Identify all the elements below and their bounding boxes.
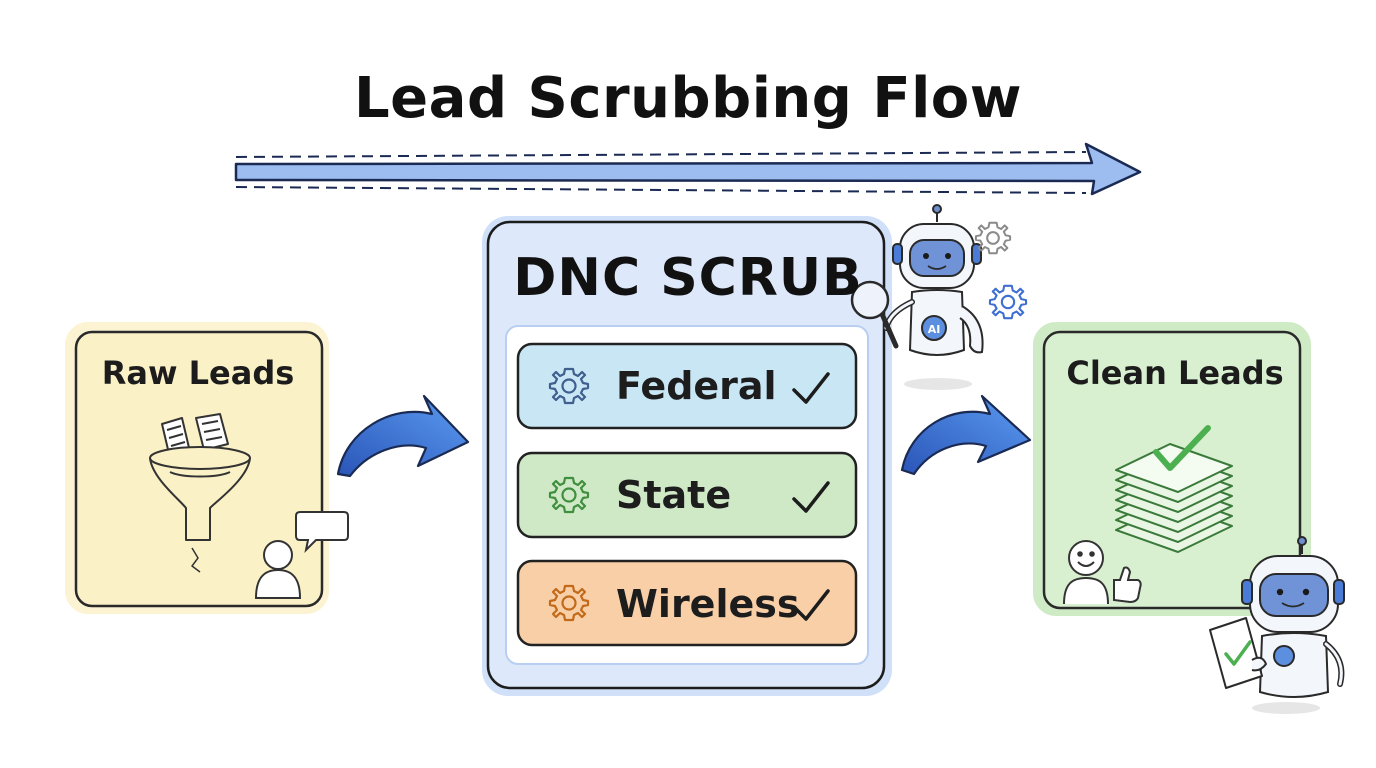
flow-direction-arrow [234, 142, 1142, 196]
dnc-scrub-label: DNC SCRUB [513, 248, 863, 308]
raw-leads-label: Raw Leads [101, 354, 295, 392]
wireless-check-label: Wireless [616, 582, 800, 626]
stacked-papers-icon [1115, 425, 1233, 553]
state-check-label: State [616, 473, 732, 517]
magnifier-icon [850, 280, 899, 349]
robot-icon: AI [883, 204, 984, 390]
gear-icon [974, 221, 1028, 320]
check-row-state [516, 451, 858, 539]
funnel-icon [149, 413, 251, 573]
federal-check-label: Federal [616, 364, 777, 408]
person-icon [254, 540, 302, 599]
document-icon [1209, 617, 1267, 689]
arrow-raw-to-scrub [336, 394, 470, 478]
arrow-scrub-to-clean [900, 394, 1032, 476]
clean-leads-label: Clean Leads [1066, 354, 1284, 392]
smiley-icon [1063, 540, 1109, 605]
diagram-title: Lead Scrubbing Flow [353, 66, 1023, 131]
chat-bubble-icon [295, 511, 349, 554]
check-row-wireless [516, 559, 858, 647]
thumbs-up-icon [1113, 566, 1142, 604]
check-row-federal [516, 342, 858, 430]
svg-text:AI: AI [928, 323, 941, 336]
robot-icon [1241, 536, 1345, 714]
